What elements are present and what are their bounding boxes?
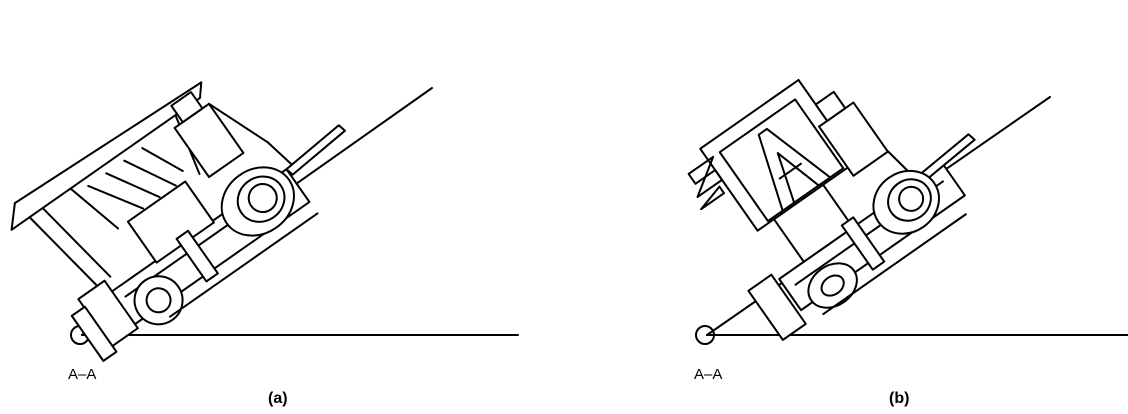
caption-b: (b) [889, 390, 910, 407]
tilt-axis-circle [695, 325, 715, 345]
caption-a: (a) [268, 390, 288, 407]
frame-rail [169, 212, 319, 318]
forklift-front-view [687, 78, 976, 341]
steering-post [840, 216, 886, 271]
mast-side [207, 102, 269, 144]
cab-post-mid [69, 187, 120, 230]
frame-rail [822, 213, 967, 316]
forklift-side-view [10, 81, 346, 362]
front-wheel-inner [898, 185, 925, 212]
center-hub [820, 274, 845, 297]
front-wheel-inner [247, 183, 278, 214]
axis-label-b: A–A [694, 366, 723, 383]
axis-label-a: A–A [68, 366, 97, 383]
cab-post-rear [28, 216, 99, 287]
guard-spiral-1 [687, 155, 724, 199]
cab-brace-2 [105, 172, 161, 199]
a-frame-mast [757, 127, 832, 212]
fork-tine [285, 124, 346, 176]
fork-carriage [266, 141, 297, 169]
front-wheel-mid [236, 175, 286, 223]
center-wheel [807, 262, 858, 309]
rear-hub [145, 287, 172, 314]
rear-wheel [133, 275, 184, 326]
cab-brace-3 [123, 159, 177, 187]
guard-spiral-2 [700, 185, 726, 211]
front-wheel-outer [872, 169, 940, 235]
a-frame-brace [778, 162, 803, 180]
front-wheel-mid [887, 178, 932, 222]
mast-top-box [814, 90, 847, 122]
steering-post [175, 229, 219, 283]
figure-a [10, 81, 519, 362]
cab-brace-1 [87, 184, 145, 210]
rear-bumper [70, 305, 118, 362]
mast-top-box [170, 91, 204, 124]
left-wheel-block [747, 273, 807, 341]
overhead-guard [10, 81, 203, 231]
cab-post-rear2 [41, 207, 112, 278]
front-wheel-outer [220, 166, 295, 237]
guard-inner [718, 98, 845, 222]
figure-b [687, 78, 1128, 345]
cab-brace-4 [141, 147, 184, 173]
